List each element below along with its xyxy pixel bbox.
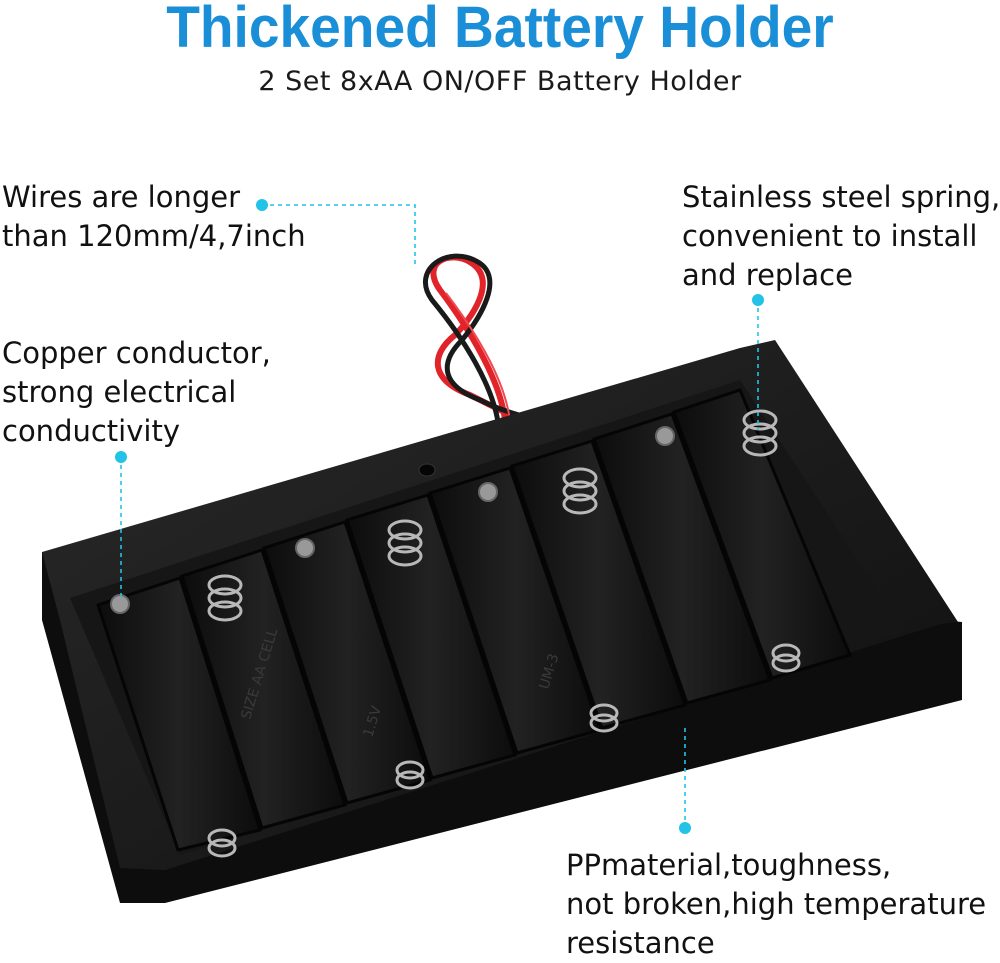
callout-wires-line2: than 120mm/4,7inch <box>2 219 306 253</box>
battery-slots <box>96 388 853 852</box>
callout-copper-line2: strong electrical <box>2 375 237 409</box>
callout-spring-line1: Stainless steel spring, <box>682 180 1000 214</box>
switch-knob <box>418 463 436 477</box>
callout-copper-line1: Copper conductor, <box>2 336 271 370</box>
callout-material-line3: resistance <box>566 926 715 960</box>
callout-spring-line3: and replace <box>682 258 853 292</box>
callout-wires: Wires are longer than 120mm/4,7inch <box>2 178 306 256</box>
wires <box>423 253 529 423</box>
contacts <box>110 426 675 614</box>
battery-holder: SIZE AA CELL 1.5V UM-3 <box>42 340 962 903</box>
callout-spring-line2: convenient to install <box>682 219 978 253</box>
callout-material: PPmaterial,toughness, not broken,high te… <box>566 846 986 963</box>
callout-copper-line3: conductivity <box>2 414 180 448</box>
page-subtitle: 2 Set 8xAA ON/OFF Battery Holder <box>258 66 742 97</box>
callout-material-line2: not broken,high temperature <box>566 887 987 921</box>
callout-material-line1: PPmaterial,toughness, <box>566 848 892 882</box>
callout-spring: Stainless steel spring, convenient to in… <box>682 178 1000 295</box>
callout-dots <box>115 199 764 834</box>
page-title: Thickened Battery Holder <box>166 0 834 60</box>
callout-copper: Copper conductor, strong electrical cond… <box>2 334 271 451</box>
callout-lines <box>120 204 759 826</box>
callout-wires-line1: Wires are longer <box>2 180 241 214</box>
springs <box>207 409 801 858</box>
